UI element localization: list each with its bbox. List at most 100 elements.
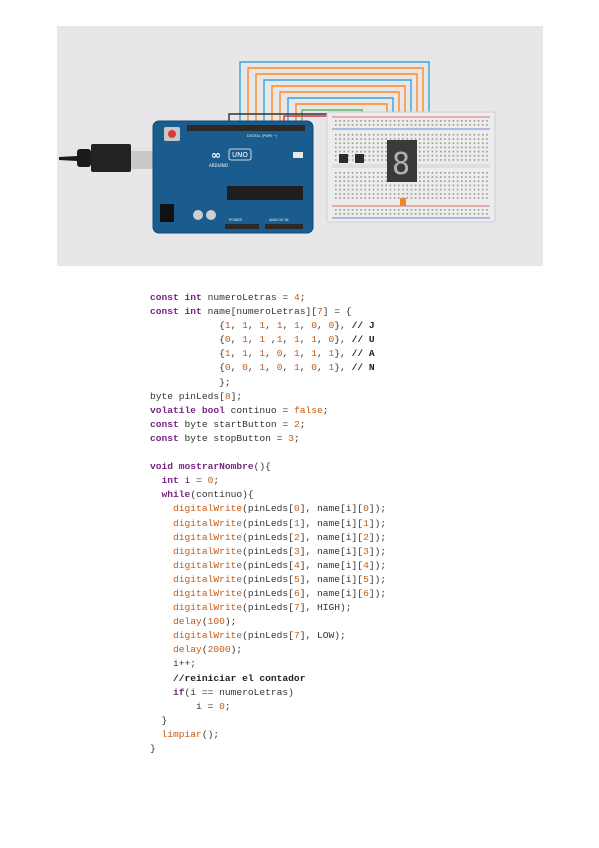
code-token: 1 [224, 320, 231, 332]
code-token: (pinLeds[ [242, 517, 294, 529]
code-token: 0 [293, 503, 300, 515]
code-token: ], LOW); [299, 630, 346, 642]
code-token: 1 [293, 517, 300, 529]
seven-segment-display [387, 140, 417, 182]
code-token: 0 [276, 362, 283, 374]
analog-header [265, 224, 303, 229]
code-line: digitalWrite(pinLeds[5], name[i][5]); [150, 573, 386, 587]
code-token: , [299, 334, 312, 346]
code-token: (pinLeds[ [242, 545, 294, 557]
code-line: digitalWrite(pinLeds[3], name[i][3]); [150, 545, 386, 559]
code-token: 0 [219, 700, 225, 712]
code-token: ; [322, 404, 329, 416]
code-token: }, [334, 334, 352, 346]
code-token: digitalWrite [173, 559, 243, 571]
code-token: 0 [311, 320, 318, 332]
code-token: { [150, 362, 225, 374]
code-token: 5 [363, 573, 369, 585]
code-token: (pinLeds[ [242, 630, 294, 642]
code-token: ( [201, 644, 208, 656]
code-token: 2000 [207, 644, 231, 656]
code-token: 100 [207, 616, 225, 628]
code-line: digitalWrite(pinLeds[4], name[i][4]); [150, 559, 386, 573]
circuit-diagram: DIGITAL (PWM ~) ∞ UNO ARDUINO POWER ANAL… [59, 61, 496, 234]
code-token: 1 [242, 320, 248, 332]
code-token: 0 [363, 503, 369, 515]
code-token: 7 [293, 630, 300, 642]
code-token: 2 [293, 418, 300, 430]
code-token: 3 [288, 432, 294, 444]
code-token: 7 [316, 306, 323, 318]
code-token: //reiniciar el contador [173, 672, 306, 684]
code-token: 0 [242, 362, 248, 374]
code-token: , [317, 348, 329, 360]
code-token: 1 [363, 517, 369, 529]
code-token [150, 616, 173, 627]
code-token: } [150, 743, 156, 754]
code-token: ], name[i][ [299, 531, 364, 543]
code-token: 1 [259, 334, 266, 346]
code-token: (pinLeds[ [242, 602, 294, 614]
code-token: ]); [368, 503, 387, 515]
code-token: 1 [242, 334, 248, 346]
code-token: , [230, 320, 243, 332]
code-token: , [317, 362, 329, 374]
code-token: ], name[i][ [299, 545, 364, 557]
board-model-label: UNO [232, 151, 248, 159]
code-line: {1, 1, 1, 1, 1, 0, 0}, // J [150, 319, 386, 333]
code-token [150, 489, 162, 500]
code-token: digitalWrite [173, 602, 243, 614]
code-token: , [282, 362, 294, 374]
code-line: {0, 1, 1 ,1, 1, 1, 0}, // U [150, 333, 386, 347]
code-token: { [150, 320, 225, 332]
code-token: // J [351, 320, 375, 332]
code-token: 0 [276, 348, 283, 360]
code-token: // N [351, 362, 375, 374]
power-header [225, 224, 259, 229]
code-token [150, 588, 173, 599]
code-token: 1 [293, 334, 300, 346]
code-token: int [161, 475, 179, 487]
code-token: , [282, 348, 294, 360]
code-token [150, 687, 173, 698]
code-token: ], name[i][ [299, 573, 364, 585]
code-token: ]); [368, 517, 387, 529]
code-token: void [150, 461, 174, 473]
code-token: 1 [259, 320, 266, 332]
power-jack [160, 204, 174, 222]
code-token: while [161, 489, 191, 501]
analog-header-label: ANALOG IN [269, 218, 289, 222]
code-token [150, 630, 173, 641]
code-token: ); [224, 616, 237, 628]
code-token: i++; [150, 658, 197, 670]
code-token: ); [230, 644, 243, 656]
code-token: }, [334, 320, 352, 332]
code-token: delay [173, 616, 202, 628]
stop-pushbutton [355, 154, 364, 163]
breadboard: 8 [326, 111, 496, 223]
code-token: ; [213, 475, 220, 487]
code-token [150, 475, 162, 486]
code-token: 0 [328, 320, 335, 332]
code-token: (pinLeds[ [242, 573, 294, 585]
code-token [150, 503, 173, 514]
seven-segment-digit: 8 [392, 147, 410, 182]
code-token: (pinLeds[ [242, 531, 294, 543]
code-token: ], name[i][ [299, 559, 364, 571]
code-token: false [293, 404, 323, 416]
code-line: while(continuo){ [150, 488, 386, 502]
power-header-label: POWER [229, 218, 243, 222]
code-line: void mostrarNombre(){ [150, 460, 386, 474]
code-line: {1, 1, 1, 0, 1, 1, 1}, // A [150, 347, 386, 361]
code-token: digitalWrite [173, 587, 243, 599]
code-token: ], name[i][ [299, 587, 364, 599]
code-listing: const int numeroLetras = 4;const int nam… [150, 291, 386, 756]
code-token: }, [334, 362, 352, 374]
code-token [150, 560, 173, 571]
code-token: 8 [224, 390, 231, 402]
code-token: }, [334, 348, 352, 360]
code-token: { [150, 334, 225, 346]
code-token: 1 [259, 362, 266, 374]
code-token: (pinLeds[ [242, 503, 294, 515]
code-token: 1 [311, 334, 318, 346]
